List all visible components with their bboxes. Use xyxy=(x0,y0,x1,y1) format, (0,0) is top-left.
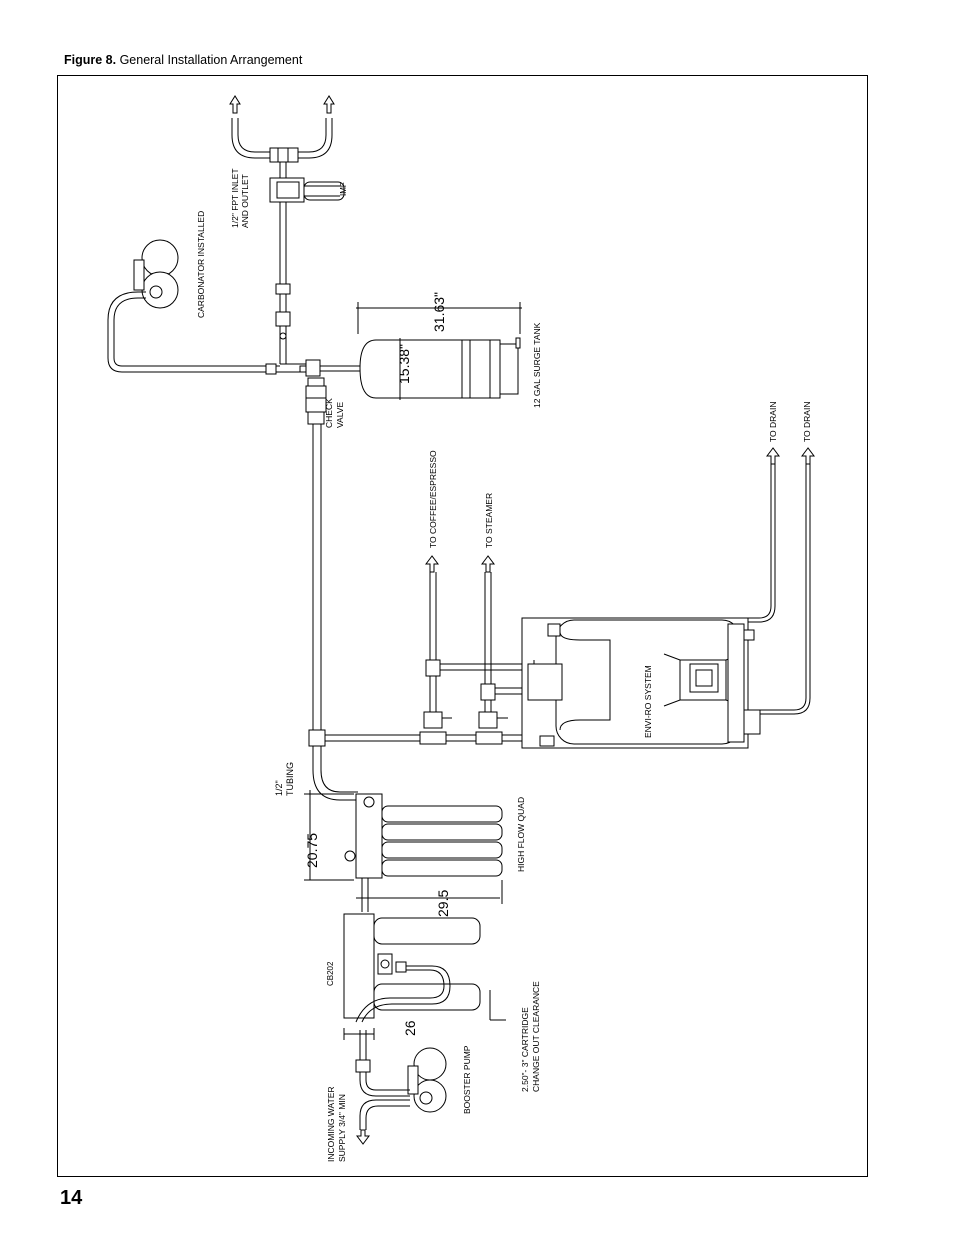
drain-lines xyxy=(748,447,815,715)
figure-title: General Installation Arrangement xyxy=(116,53,303,67)
enviro-label: ENVI-RO SYSTEM xyxy=(643,665,653,738)
dim-26: 26 xyxy=(402,1020,418,1036)
dim-20-75: 20.75 xyxy=(304,833,320,868)
to-drain-label-2: TO DRAIN xyxy=(802,402,812,442)
imf-label: IMF xyxy=(339,182,348,196)
incoming-label-1: INCOMING WATER xyxy=(326,1086,336,1162)
cb202-label: CB202 xyxy=(326,961,335,986)
carbonator-label: CARBONATOR INSTALLED xyxy=(196,211,206,318)
dim-29-5: 29.5 xyxy=(435,890,451,917)
figure-label: Figure 8. xyxy=(64,53,117,67)
imf-riser xyxy=(275,202,291,364)
clearance-label-2: CHANGE OUT CLEARANCE xyxy=(531,981,541,1092)
top-outlet-lines xyxy=(229,95,335,163)
figure-caption: Figure 8. General Installation Arrangeme… xyxy=(64,53,302,67)
tubing-label-2: TUBING xyxy=(285,762,295,796)
booster-pump xyxy=(355,1030,447,1145)
to-coffee-label: TO COFFEE/ESPRESSO xyxy=(428,450,438,548)
tubing-label-1: 1/2" xyxy=(274,780,284,796)
fpt-label-2: AND OUTLET xyxy=(240,174,250,228)
imf-filter xyxy=(269,162,345,203)
page-number: 14 xyxy=(60,1187,83,1209)
diagram-frame xyxy=(57,75,868,1177)
incoming-label-2: SUPPLY 3/4" MIN xyxy=(337,1094,347,1162)
enviro-system xyxy=(521,617,761,749)
check-valve xyxy=(305,377,327,425)
to-drain-label-1: TO DRAIN xyxy=(768,402,778,442)
clearance-label-1: 2.50"- 3" CARTRIDGE xyxy=(520,1007,530,1092)
booster-pump-label: BOOSTER PUMP xyxy=(462,1045,472,1114)
surge-tank-label: 12 GAL SURGE TANK xyxy=(532,322,542,408)
high-flow-label: HIGH FLOW QUAD xyxy=(516,797,526,872)
to-steamer-label: TO STEAMER xyxy=(484,493,494,548)
check-valve-label-2: VALVE xyxy=(335,402,345,428)
check-valve-label-1: CHECK xyxy=(324,398,334,428)
surge-tank xyxy=(356,302,522,400)
main-riser xyxy=(308,424,420,801)
main-tee xyxy=(280,359,360,377)
fpt-label-1: 1/2" FPT INLET xyxy=(230,168,240,228)
cb202-unit xyxy=(343,913,506,1040)
dim-15-38: 15.38" xyxy=(396,344,412,384)
high-flow-quad xyxy=(304,790,503,912)
dim-31-63: 31.63" xyxy=(431,292,447,332)
steamer-line xyxy=(446,555,528,745)
coffee-line xyxy=(419,555,528,745)
carbonator xyxy=(107,239,280,375)
